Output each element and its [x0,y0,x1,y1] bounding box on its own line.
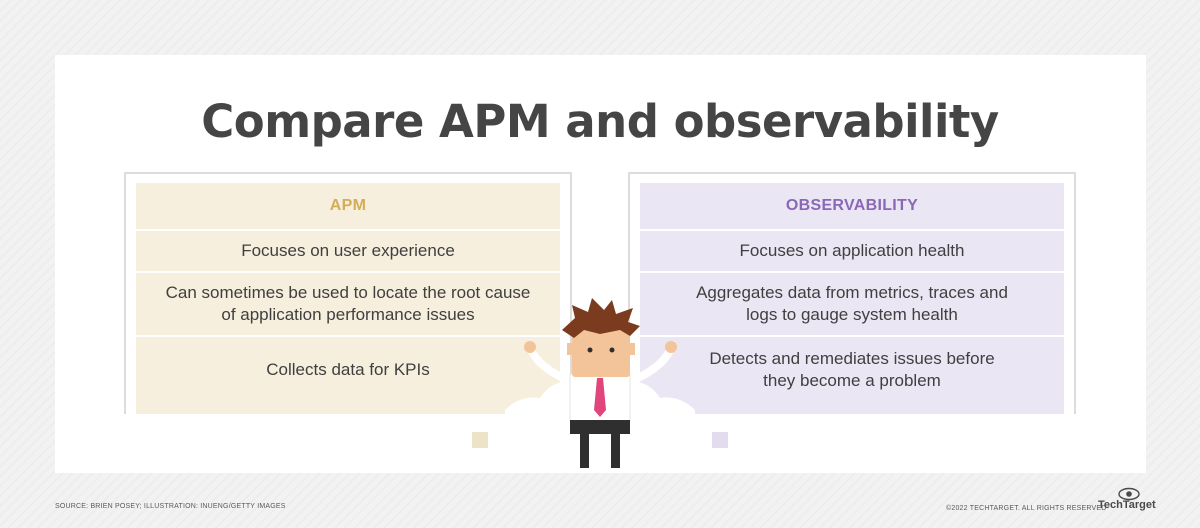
copyright: ©2022 TECHTARGET. ALL RIGHTS RESERVED [946,505,1107,512]
apm-column: APM Focuses on user experience Can somet… [136,183,560,414]
observability-heading: OBSERVABILITY [640,183,1064,231]
apm-row-2: Can sometimes be used to locate the root… [136,273,560,337]
observability-row-1: Focuses on application health [640,231,1064,273]
brand-logo: TechTarget [1098,499,1156,511]
observability-row-2: Aggregates data from metrics, traces and… [640,273,1064,337]
observability-frame [628,172,1076,414]
apm-row-1: Focuses on user experience [136,231,560,273]
apm-frame [124,172,572,414]
source-credit: SOURCE: BRIEN POSEY; ILLUSTRATION: INUEN… [55,503,286,510]
observability-square [712,432,728,448]
observability-column: OBSERVABILITY Focuses on application hea… [640,183,1064,414]
apm-row-3: Collects data for KPIs [266,360,430,379]
apm-heading: APM [136,183,560,231]
observability-row-3: Detects and remediates issues before the… [709,349,995,390]
page-title: Compare APM and observability [201,95,999,148]
eye-logo-icon [1118,487,1140,501]
apm-square [472,432,488,448]
